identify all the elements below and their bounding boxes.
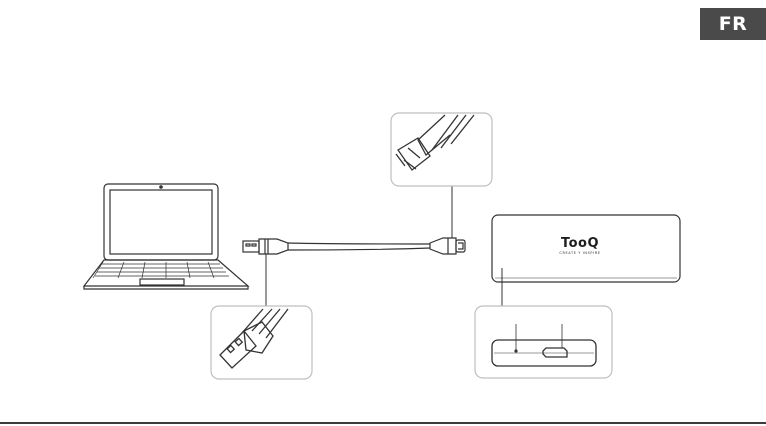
laptop-icon (84, 184, 248, 289)
usb-cable (288, 243, 430, 250)
brand-tagline: CREATE Y INSPIRE (553, 251, 607, 256)
page-rule (0, 422, 766, 424)
brand-name: TooQ (553, 237, 607, 251)
callout-usb-a (211, 254, 312, 379)
led-indicator-icon (514, 349, 517, 352)
callout-micro-b (391, 113, 492, 238)
micro-b-plug-icon (430, 238, 465, 254)
callout-enclosure-end (475, 268, 612, 378)
usb-a-plug-icon (243, 239, 288, 254)
brand-logo: TooQ CREATE Y INSPIRE (553, 237, 607, 256)
